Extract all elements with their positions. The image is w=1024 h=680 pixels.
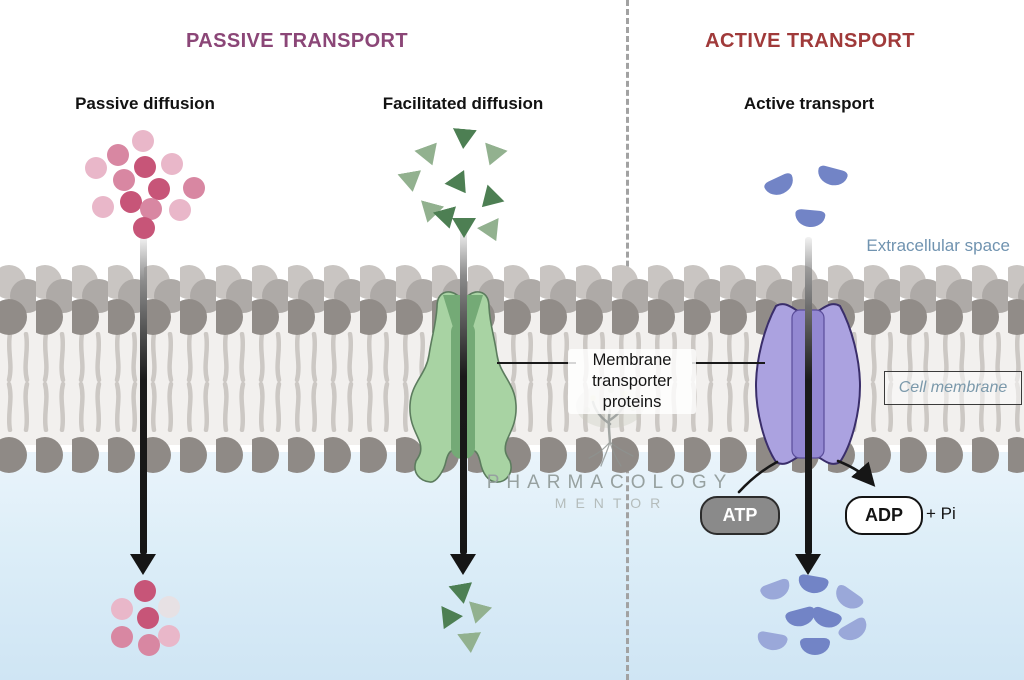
molecule-dot [183, 177, 205, 199]
molecule-dot [132, 130, 154, 152]
arrow-shaft [460, 230, 467, 555]
molecule-dot [140, 198, 162, 220]
phosphate-label: + Pi [926, 504, 956, 523]
cell-membrane-label: Cell membrane [898, 379, 1008, 396]
molecule-bean [762, 170, 798, 200]
label-line-right [692, 362, 765, 364]
passive-transport-title: PASSIVE TRANSPORT [185, 30, 409, 52]
watermark-text-line1: PHARMACOLOGY [486, 472, 734, 493]
molecule-bean [815, 163, 849, 189]
molecule-tri [478, 142, 507, 169]
molecule-tri [444, 170, 475, 200]
arrow-head [450, 554, 476, 575]
molecule-dot [120, 191, 142, 213]
extracellular-space-label: Extracellular space [866, 236, 1010, 255]
molecule-tri [433, 206, 461, 232]
molecule-tri [416, 200, 444, 226]
molecule-tri [451, 128, 477, 150]
molecule-tri [477, 218, 507, 246]
adp-label: ADP [864, 505, 903, 525]
molecule-dot [169, 199, 191, 221]
molecule-dot [148, 178, 170, 200]
atp-badge: ATP [700, 496, 780, 535]
arrow-shaft [805, 237, 812, 555]
molecule-dot [107, 144, 129, 166]
arrow-shaft [140, 237, 147, 555]
molecule-dot [113, 169, 135, 191]
cell-membrane-label-box: Cell membrane [884, 371, 1022, 405]
molecule-tri [414, 142, 443, 169]
watermark-text-line2: MENTOR [554, 495, 670, 511]
column-heading-passive-diffusion: Passive diffusion [75, 94, 215, 113]
molecule-dot [92, 196, 114, 218]
molecule-dot [161, 153, 183, 175]
adp-badge: ADP [845, 496, 923, 535]
column-heading-active-transport: Active transport [743, 94, 875, 113]
active-transport-title: ACTIVE TRANSPORT [705, 30, 915, 52]
column-heading-facilitated-diffusion: Facilitated diffusion [382, 94, 544, 113]
molecule-dot [133, 217, 155, 239]
arrow-head [795, 554, 821, 575]
molecule-dot [134, 156, 156, 178]
arrow-head [130, 554, 156, 575]
label-line-left [497, 362, 576, 364]
molecule-tri [473, 184, 504, 215]
molecule-bean [794, 208, 826, 228]
membrane-transporter-label: Membrane transporter proteins [568, 349, 696, 414]
molecule-dot [85, 157, 107, 179]
atp-label: ATP [722, 505, 758, 525]
molecule-tri [397, 170, 424, 194]
